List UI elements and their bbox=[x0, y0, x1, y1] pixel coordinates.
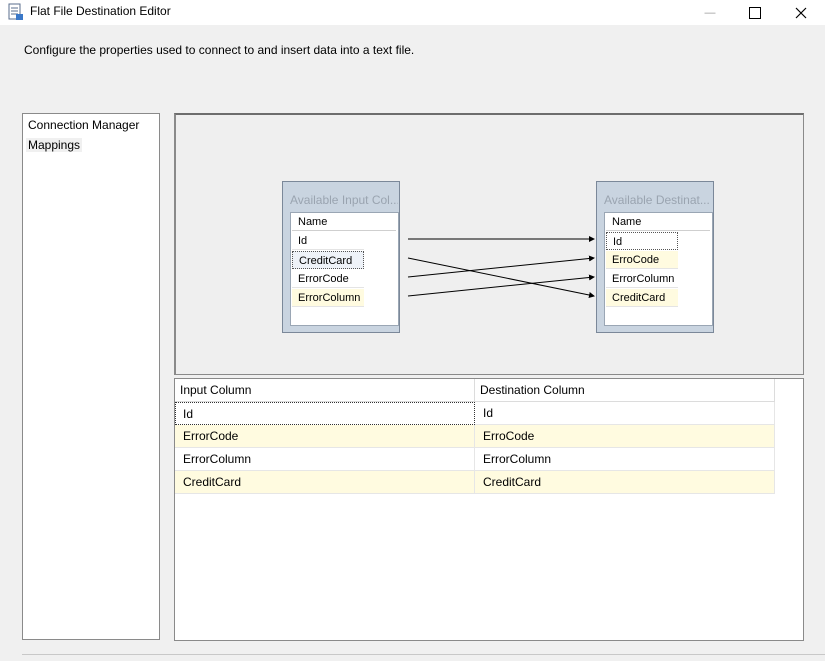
input-columns-list[interactable]: Name Id CreditCard ErrorCode ErrorColumn bbox=[290, 212, 399, 326]
grid-cell-input[interactable]: ErrorCode bbox=[175, 425, 475, 448]
nav-list[interactable]: Connection Manager Mappings bbox=[22, 113, 160, 640]
app-icon bbox=[8, 3, 23, 20]
available-destination-columns-box[interactable]: Available Destinat... Name Id ErroCode E… bbox=[596, 181, 714, 333]
grid-header-destination-column[interactable]: Destination Column bbox=[475, 379, 775, 402]
grid-cell-destination[interactable]: Id bbox=[475, 402, 775, 425]
maximize-button[interactable] bbox=[732, 0, 778, 25]
divider bbox=[22, 654, 825, 655]
mapping-diagram[interactable]: Available Input Col... Name Id CreditCar… bbox=[174, 113, 804, 375]
dest-column-item[interactable]: CreditCard bbox=[606, 289, 678, 307]
minimize-icon: — bbox=[704, 6, 716, 19]
minimize-button[interactable]: — bbox=[687, 0, 733, 25]
dest-column-item[interactable]: ErroCode bbox=[606, 251, 678, 269]
title-bar[interactable]: Flat File Destination Editor — bbox=[0, 0, 825, 25]
input-column-item[interactable]: ErrorColumn bbox=[292, 289, 364, 307]
input-column-item[interactable]: Id bbox=[292, 232, 364, 250]
table-row[interactable]: CreditCard CreditCard bbox=[175, 471, 775, 494]
input-column-item[interactable]: ErrorCode bbox=[292, 270, 364, 288]
dest-list-header: Name bbox=[606, 213, 710, 231]
grid-cell-destination[interactable]: CreditCard bbox=[475, 471, 775, 494]
dest-column-item[interactable]: Id bbox=[606, 232, 678, 250]
dest-box-title: Available Destinat... bbox=[604, 193, 710, 207]
table-row[interactable]: ErrorCode ErroCode bbox=[175, 425, 775, 448]
grid-cell-input[interactable]: Id bbox=[175, 402, 475, 425]
mapping-grid[interactable]: Input Column Destination Column Id Id Er… bbox=[174, 378, 804, 641]
input-list-header: Name bbox=[292, 213, 396, 231]
close-button[interactable] bbox=[778, 0, 824, 25]
close-icon bbox=[795, 7, 807, 18]
grid-cell-input[interactable]: CreditCard bbox=[175, 471, 475, 494]
grid-cell-destination[interactable]: ErrorColumn bbox=[475, 448, 775, 471]
mapping-line-errorcode[interactable] bbox=[407, 255, 595, 278]
mapping-lines bbox=[407, 236, 595, 298]
input-column-item[interactable]: CreditCard bbox=[292, 251, 364, 269]
window-title: Flat File Destination Editor bbox=[30, 4, 171, 18]
description-text: Configure the properties used to connect… bbox=[24, 43, 415, 57]
grid-header-input-column[interactable]: Input Column bbox=[175, 379, 475, 402]
available-input-columns-box[interactable]: Available Input Col... Name Id CreditCar… bbox=[282, 181, 400, 333]
mapping-line-errorcolumn[interactable] bbox=[407, 274, 595, 297]
grid-cell-input[interactable]: ErrorColumn bbox=[175, 448, 475, 471]
input-box-title: Available Input Col... bbox=[290, 193, 398, 207]
grid-cell-destination[interactable]: ErroCode bbox=[475, 425, 775, 448]
table-row[interactable]: Id Id bbox=[175, 402, 775, 425]
table-row[interactable]: ErrorColumn ErrorColumn bbox=[175, 448, 775, 471]
nav-item-mappings[interactable]: Mappings bbox=[26, 138, 83, 152]
mapping-line-creditcard[interactable] bbox=[407, 257, 595, 298]
dest-column-item[interactable]: ErrorColumn bbox=[606, 270, 678, 288]
nav-item-connection-manager[interactable]: Connection Manager bbox=[28, 118, 140, 132]
destination-columns-list[interactable]: Name Id ErroCode ErrorColumn CreditCard bbox=[604, 212, 713, 326]
maximize-icon bbox=[749, 6, 761, 19]
